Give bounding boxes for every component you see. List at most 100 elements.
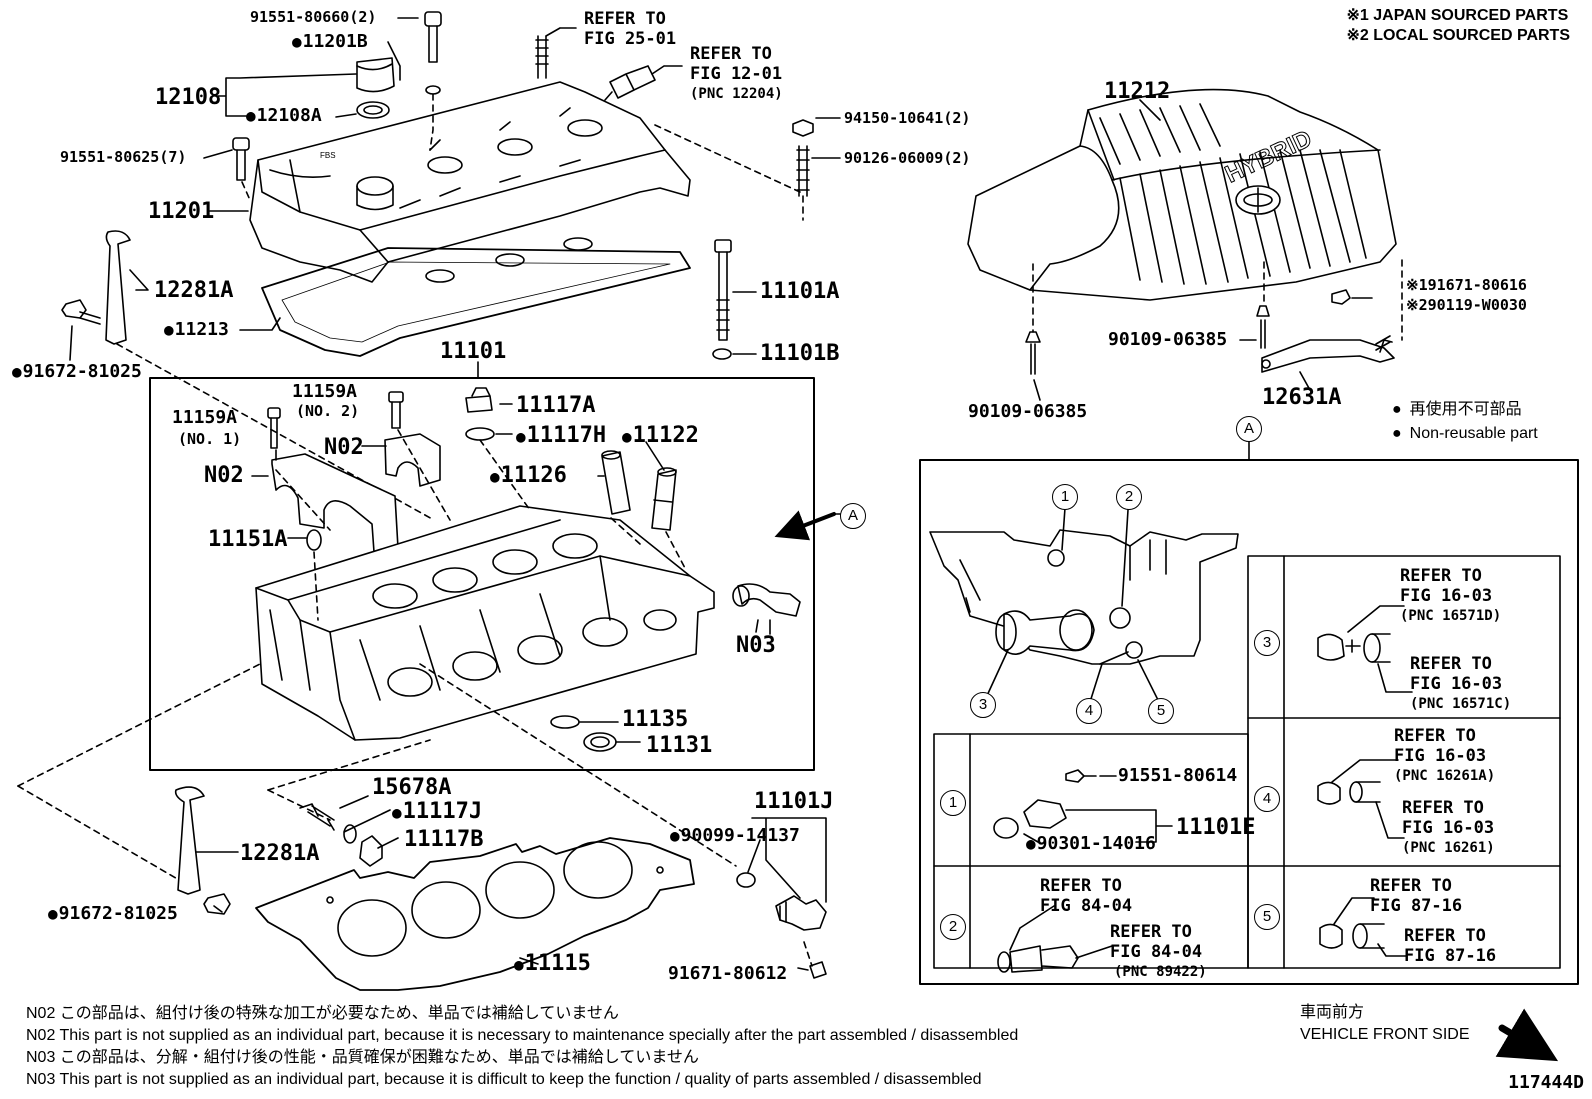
refer-4b-l2: FIG 16-03 [1402,818,1495,838]
detail-circle-5[interactable]: 5 [1148,698,1174,724]
part-11159A-no2-sub: (NO. 2) [296,402,360,420]
part-11101B[interactable]: 11101B [760,341,840,366]
part-12281A-top[interactable]: 12281A [154,278,234,303]
refer-4a-l1: REFER TO [1394,726,1476,746]
part-12108[interactable]: 12108 [155,85,222,110]
part-11126[interactable]: 11126 [490,464,567,489]
part-11101A[interactable]: 11101A [760,279,840,304]
table-circle-3: 3 [1254,630,1280,656]
non-reusable-legend: 再使用不可部品 Non-reusable part [1392,398,1538,446]
refer-fig-87-16-b[interactable]: REFER TO FIG 87-16 [1404,926,1496,966]
part-12281A-bottom[interactable]: 12281A [240,841,320,866]
part-11213[interactable]: 11213 [164,320,229,340]
part-11159A-no1[interactable]: 11159A [172,407,238,428]
detail-circle-4[interactable]: 4 [1076,698,1102,724]
part-11201B-text: 11201B [302,31,368,52]
part-91671-80616[interactable]: ※191671-80616 [1406,276,1527,294]
part-11117A[interactable]: 11117A [516,393,596,418]
part-90301-14016[interactable]: 90301-14016 [1026,834,1156,854]
part-91672-81025-top[interactable]: 91672-81025 [12,362,142,382]
part-90301-14016-text: 90301-14016 [1036,833,1156,854]
view-a-marker[interactable]: A [840,503,866,529]
part-91551-80625[interactable]: 91551-80625(7) [60,148,187,166]
part-12108A[interactable]: 12108A [246,106,322,126]
part-11101E[interactable]: 11101E [1176,815,1256,840]
part-11151A[interactable]: 11151A [208,527,288,552]
refer-fig-25-01-l1: REFER TO [584,9,666,29]
part-11122[interactable]: 11122 [622,424,699,449]
part-11115[interactable]: 11115 [514,952,591,977]
part-11135[interactable]: 11135 [622,707,689,732]
refer-fig-12-01-pnc: (PNC 12204) [690,86,783,102]
part-15678A[interactable]: 15678A [372,775,452,800]
part-90099-14137-text: 90099-14137 [680,825,800,846]
refer-fig-87-16-a[interactable]: REFER TO FIG 87-16 [1370,876,1462,916]
table-circle-2: 2 [940,914,966,940]
part-90119-W0030[interactable]: ※290119-W0030 [1406,296,1527,314]
refer-5a-l1: REFER TO [1370,876,1452,896]
part-n03[interactable]: N03 [736,633,776,658]
note-n03-jp: N03 この部品は、分解・組付け後の性能・品質確保が困難なため、単品では補給して… [26,1049,699,1066]
part-11213-text: 11213 [174,319,229,340]
refer-fig-12-01-l1: REFER TO [690,44,772,64]
part-11101J[interactable]: 11101J [754,789,834,814]
part-n02-lower[interactable]: N02 [204,463,244,488]
detail-circle-3[interactable]: 3 [970,692,996,718]
refer-3a-l2: FIG 16-03 [1400,586,1493,606]
refer-5b-l1: REFER TO [1404,926,1486,946]
part-11159A-no2[interactable]: 11159A [292,381,358,402]
refer-fig-12-01-l2: FIG 12-01 [690,64,783,84]
part-90109-06385-right[interactable]: 90109-06385 [1108,329,1228,350]
refer-4a-l2: FIG 16-03 [1394,746,1487,766]
refer-fig-25-01[interactable]: REFER TO FIG 25-01 [584,9,676,49]
table-circle-5: 5 [1254,904,1280,930]
refer-2a-l1: REFER TO [1040,876,1122,896]
legend-en: Non-reusable part [1392,422,1538,446]
refer-fig-25-01-l2: FIG 25-01 [584,29,677,49]
part-91672-81025-bottom[interactable]: 91672-81025 [48,904,178,924]
part-11212[interactable]: 11212 [1104,79,1171,104]
japan-sourced-note: ※1 JAPAN SOURCED PARTS [1346,7,1569,24]
refer-fig-12-01[interactable]: REFER TO FIG 12-01 (PNC 12204) [690,44,783,104]
part-11201B[interactable]: 11201B [292,32,368,52]
refer-16261A[interactable]: REFER TO FIG 16-03 (PNC 16261A) [1394,726,1495,786]
part-12631A[interactable]: 12631A [1262,385,1342,410]
refer-3a-l1: REFER TO [1400,566,1482,586]
part-90126-06009[interactable]: 90126-06009(2) [844,149,971,167]
refer-16571D[interactable]: REFER TO FIG 16-03 (PNC 16571D) [1400,566,1501,626]
head-gasket-drawing [255,837,695,991]
refer-16571C[interactable]: REFER TO FIG 16-03 (PNC 16571C) [1410,654,1511,714]
refer-4a-pnc: (PNC 16261A) [1394,768,1496,784]
part-11117J-text: 11117J [402,799,483,824]
part-11117J[interactable]: 11117J [392,800,482,825]
part-11201[interactable]: 11201 [148,199,215,224]
part-n02-upper[interactable]: N02 [324,435,364,460]
table-circle-1: 1 [940,790,966,816]
part-90109-06385-left[interactable]: 90109-06385 [968,401,1088,422]
part-11131[interactable]: 11131 [646,733,713,758]
part-91671-80612[interactable]: 91671-80612 [668,963,788,984]
note-n02-jp: N02 この部品は、組付け後の特殊な加工が必要なため、単品では補給していません [26,1005,619,1022]
refer-4b-l1: REFER TO [1402,798,1484,818]
refer-fig-84-04-b[interactable]: REFER TO FIG 84-04 (PNC 89422) [1110,922,1207,982]
part-91551-80614[interactable]: 91551-80614 [1118,765,1238,786]
refer-16261[interactable]: REFER TO FIG 16-03 (PNC 16261) [1402,798,1495,858]
part-11159A-no1-sub: (NO. 1) [178,430,242,448]
refer-2b-pnc: (PNC 89422) [1114,964,1207,980]
part-91551-80660[interactable]: 91551-80660(2) [250,8,377,26]
part-94150-10641[interactable]: 94150-10641(2) [844,109,971,127]
refer-fig-84-04-a[interactable]: REFER TO FIG 84-04 [1040,876,1132,916]
table-circle-4: 4 [1254,786,1280,812]
part-90099-14137[interactable]: 90099-14137 [670,826,800,846]
part-11117H[interactable]: 11117H [516,424,606,449]
part-11117B[interactable]: 11117B [404,827,484,852]
part-11101[interactable]: 11101 [440,339,507,364]
detail-circle-2[interactable]: 2 [1116,484,1142,510]
figure-id: 117444D [1508,1072,1584,1093]
part-91672-81025-top-text: 91672-81025 [22,361,142,382]
cylinder-head-cover-drawing: FBS [249,81,691,283]
detail-circle-1[interactable]: 1 [1052,484,1078,510]
detail-a-marker[interactable]: A [1236,416,1262,442]
sourcing-legend: ※1 JAPAN SOURCED PARTS ※2 LOCAL SOURCED … [1347,6,1571,46]
